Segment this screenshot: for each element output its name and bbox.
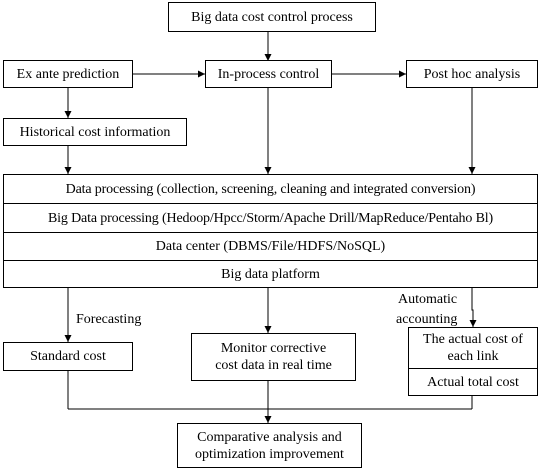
historical-cost-box: Historical cost information bbox=[3, 118, 187, 146]
actual-total-cost-box: Actual total cost bbox=[408, 368, 538, 396]
actual-total-cost-text: Actual total cost bbox=[427, 374, 519, 390]
monitor-line-2: cost data in real time bbox=[215, 358, 332, 373]
result-line-1: Comparative analysis and bbox=[197, 429, 342, 445]
big-data-platform-text: Big data platform bbox=[221, 266, 320, 282]
title-text: Big data cost control process bbox=[191, 9, 353, 25]
actual-cost-link-box: The actual cost of each link bbox=[408, 327, 538, 369]
in-process-control-box: In-process control bbox=[205, 60, 332, 88]
comparative-analysis-box: Comparative analysis and optimization im… bbox=[177, 423, 362, 468]
arrow-platform-to-actual-link bbox=[469, 288, 477, 327]
post-hoc-analysis-box: Post hoc analysis bbox=[406, 60, 538, 88]
ex-ante-prediction-box: Ex ante prediction bbox=[3, 60, 133, 88]
accounting-label: accounting bbox=[396, 312, 458, 327]
big-data-processing-text: Big Data processing (Hedoop/Hpcc/Storm/A… bbox=[47, 210, 494, 226]
title-box: Big data cost control process bbox=[168, 2, 376, 32]
big-data-processing-box: Big Data processing (Hedoop/Hpcc/Storm/A… bbox=[3, 203, 538, 233]
standard-cost-text: Standard cost bbox=[30, 349, 106, 364]
standard-cost-box: Standard cost bbox=[3, 342, 133, 371]
monitor-line-1: Monitor corrective bbox=[220, 341, 327, 356]
in-process-control-text: In-process control bbox=[217, 66, 320, 82]
actual-link-line-2: each link bbox=[447, 349, 499, 364]
big-data-platform-box: Big data platform bbox=[3, 260, 538, 288]
data-processing-text: Data processing (collection, screening, … bbox=[65, 181, 476, 197]
actual-link-line-1: The actual cost of bbox=[423, 332, 523, 347]
data-center-text: Data center (DBMS/File/HDFS/NoSQL) bbox=[155, 239, 386, 254]
automatic-label: Automatic bbox=[398, 292, 458, 307]
result-line-2: optimization improvement bbox=[195, 446, 344, 462]
ex-ante-prediction-text: Ex ante prediction bbox=[16, 66, 120, 82]
forecasting-label: Forecasting bbox=[76, 312, 142, 327]
data-center-box: Data center (DBMS/File/HDFS/NoSQL) bbox=[3, 232, 538, 261]
post-hoc-analysis-text: Post hoc analysis bbox=[423, 66, 521, 82]
data-processing-box: Data processing (collection, screening, … bbox=[3, 174, 538, 204]
historical-cost-text: Historical cost information bbox=[19, 124, 171, 140]
monitor-corrective-box: Monitor corrective cost data in real tim… bbox=[191, 333, 356, 381]
